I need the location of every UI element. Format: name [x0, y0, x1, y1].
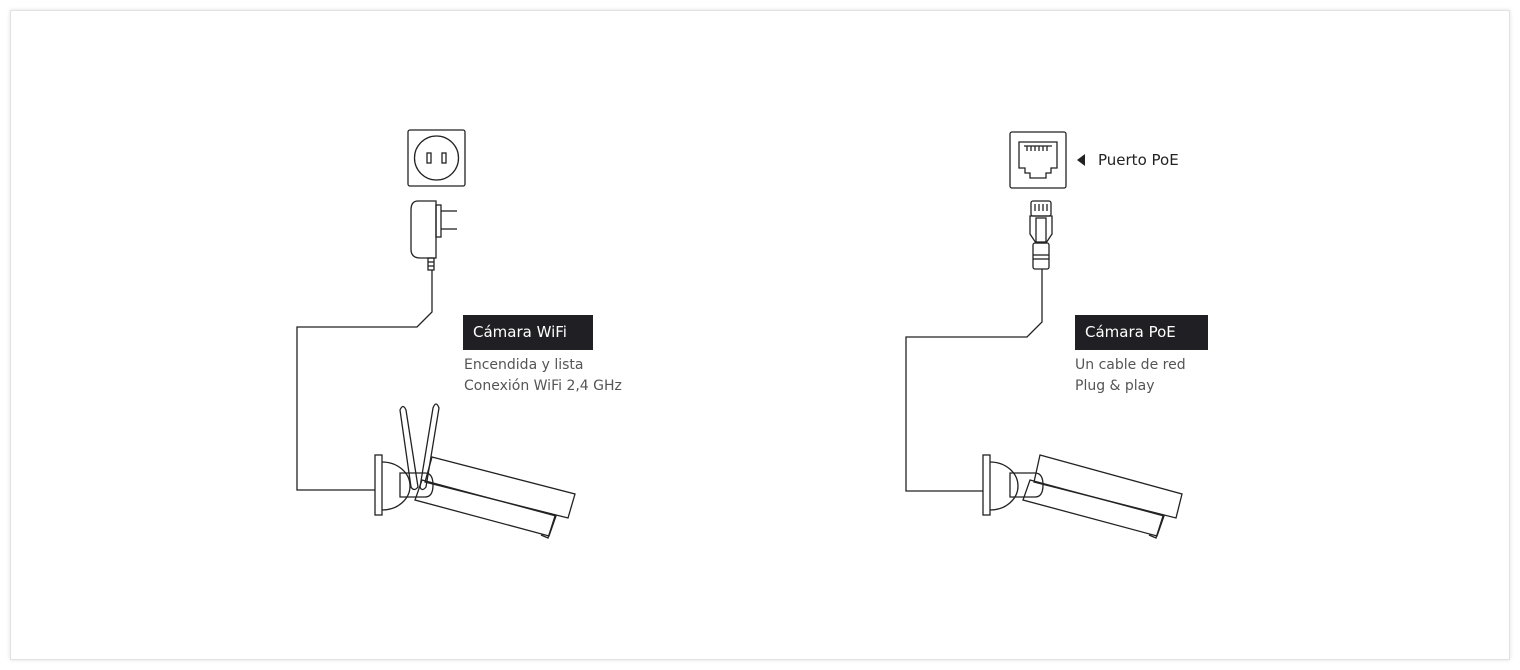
- wifi-camera-title: Cámara WiFi: [463, 315, 593, 350]
- wifi-line-1: Encendida y lista: [464, 357, 584, 373]
- poe-camera-description: Un cable de red Plug & play: [1075, 355, 1186, 397]
- diagram-card: [10, 10, 1510, 660]
- poe-camera-title: Cámara PoE: [1075, 315, 1208, 350]
- ethernet-port-icon: [1009, 131, 1067, 189]
- power-outlet-icon: [407, 129, 466, 187]
- poe-line-1: Un cable de red: [1075, 357, 1186, 373]
- poe-camera-icon: [982, 454, 1183, 539]
- ethernet-plug-icon: [1029, 200, 1053, 270]
- network-cable: [905, 269, 1043, 492]
- pointer-triangle-icon: [1077, 154, 1085, 166]
- wifi-line-2: Conexión WiFi 2,4 GHz: [464, 378, 622, 394]
- power-cable: [296, 270, 433, 491]
- poe-line-2: Plug & play: [1075, 378, 1155, 394]
- poe-port-label: Puerto PoE: [1098, 151, 1179, 169]
- wifi-camera-icon: [374, 403, 576, 539]
- wifi-camera-description: Encendida y lista Conexión WiFi 2,4 GHz: [464, 355, 622, 397]
- power-adapter-icon: [410, 200, 457, 271]
